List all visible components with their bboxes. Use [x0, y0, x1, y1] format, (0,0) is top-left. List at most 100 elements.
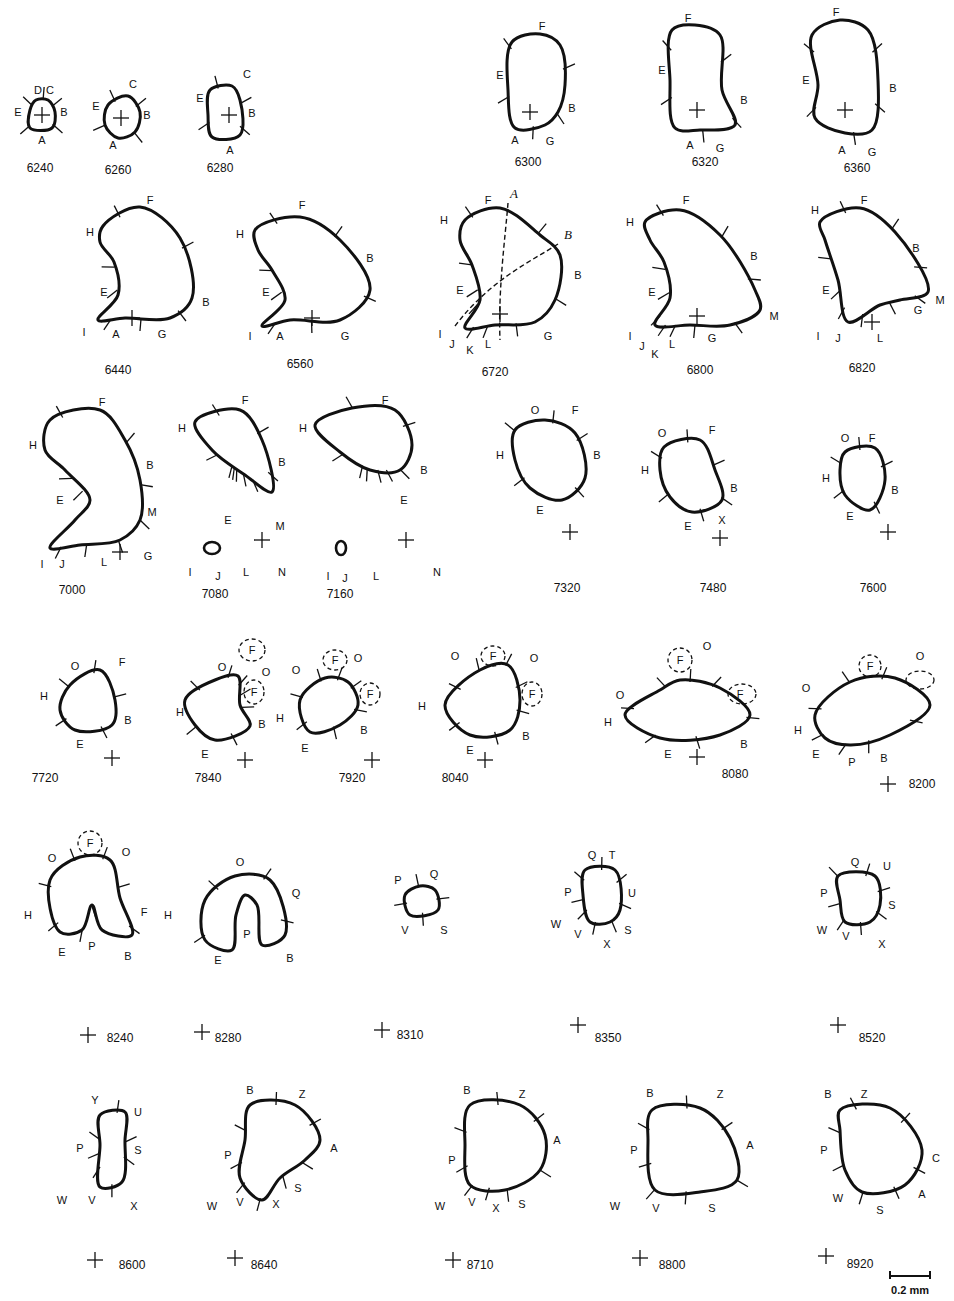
cell-outline: [460, 208, 562, 330]
reference-cross: [124, 310, 140, 326]
region-letter: L: [485, 339, 491, 350]
region-letter: H: [40, 691, 48, 702]
cross-arm: [569, 524, 570, 540]
cross-arm: [825, 1248, 826, 1264]
time-number: 8600: [119, 1259, 146, 1271]
time-number: 8080: [722, 768, 749, 780]
time-number: 7480: [700, 582, 727, 594]
boundary-line: [686, 1096, 688, 1109]
region-letter: A: [686, 140, 693, 151]
region-letter: H: [811, 205, 819, 216]
reference-cross: [562, 524, 578, 540]
faint-outline: [360, 683, 380, 705]
cell-outline: [810, 20, 878, 134]
cell-outline: [239, 1100, 320, 1200]
region-letter: A: [276, 331, 283, 342]
region-letter: H: [794, 725, 802, 736]
reference-cross: [80, 1027, 96, 1043]
region-letter: J: [342, 573, 348, 584]
region-letter: O: [531, 405, 540, 416]
faint-outlines: [78, 639, 934, 855]
region-letter: E: [496, 70, 503, 81]
cross-arm: [405, 532, 406, 548]
region-letter: H: [626, 217, 634, 228]
region-letter: K: [651, 349, 658, 360]
cross-arm: [837, 1017, 838, 1033]
cell-outline: [819, 208, 928, 323]
reference-cross: [364, 752, 380, 768]
time-number: 7600: [860, 582, 887, 594]
reference-cross: [477, 752, 493, 768]
region-letter: A: [38, 135, 45, 146]
reference-cross: [570, 1017, 586, 1033]
region-letter: H: [604, 717, 612, 728]
region-letter: P: [630, 1145, 637, 1156]
time-number: 6820: [849, 362, 876, 374]
region-letter: I: [248, 331, 251, 342]
region-letter: E: [648, 287, 655, 298]
reference-cross: [864, 314, 880, 330]
region-letter: C: [932, 1153, 940, 1164]
cross-arm: [639, 1250, 640, 1266]
region-letter: Q: [851, 857, 860, 868]
cross-arm: [887, 524, 888, 540]
faint-outline: [481, 646, 505, 666]
time-number: 7840: [195, 772, 222, 784]
region-letter: I: [40, 559, 43, 570]
time-number: 6800: [687, 364, 714, 376]
region-letter: S: [134, 1145, 141, 1156]
region-letter: E: [262, 287, 269, 298]
cross-arm: [234, 1250, 235, 1266]
time-number: 8640: [251, 1259, 278, 1271]
region-letter: P: [88, 941, 95, 952]
cell-outline: [185, 675, 251, 740]
region-letter: E: [301, 743, 308, 754]
region-letter: F: [709, 425, 716, 436]
cell-outline: [644, 210, 760, 327]
boundary-line: [271, 292, 282, 300]
section-line: [455, 244, 558, 326]
cross-arm: [371, 752, 372, 768]
region-letter: I: [188, 567, 191, 578]
region-letter: V: [842, 931, 849, 942]
reference-cross: [112, 544, 128, 560]
region-letter: B: [143, 110, 150, 121]
region-letter: S: [518, 1199, 525, 1210]
cross-arm: [719, 530, 720, 546]
region-letter: Y: [91, 1095, 98, 1106]
boundary-line: [737, 1180, 748, 1187]
cross-arm: [381, 1022, 382, 1038]
region-letter: F: [242, 395, 249, 406]
region-letter: V: [401, 925, 408, 936]
region-letter: B: [463, 1085, 470, 1096]
region-letter: X: [603, 939, 610, 950]
time-number: 7720: [32, 772, 59, 784]
region-letter: G: [708, 333, 717, 344]
reference-cross: [712, 530, 728, 546]
cell-outline: [299, 677, 358, 733]
time-number: 6440: [105, 364, 132, 376]
region-letter: I: [816, 331, 819, 342]
reference-cross: [237, 752, 253, 768]
region-letter: A: [112, 329, 119, 340]
region-letter: W: [610, 1201, 620, 1212]
region-letter: I: [438, 329, 441, 340]
reference-cross: [689, 308, 705, 324]
region-letter: B: [246, 1085, 253, 1096]
region-letter: E: [14, 107, 21, 118]
cell-outline: [254, 217, 370, 327]
scale-bar-line: [890, 1275, 930, 1277]
time-number: 6260: [105, 164, 132, 176]
region-letter: E: [812, 749, 819, 760]
boundary-line: [538, 224, 546, 234]
time-number: 7000: [59, 584, 86, 596]
region-letter: B: [740, 739, 747, 750]
cell-outline: [445, 663, 520, 737]
faint-outline: [728, 684, 756, 704]
region-letter: E: [536, 505, 543, 516]
region-letter: V: [236, 1197, 243, 1208]
region-letter: E: [214, 955, 221, 966]
reference-cross: [830, 1017, 846, 1033]
region-letter: E: [100, 287, 107, 298]
